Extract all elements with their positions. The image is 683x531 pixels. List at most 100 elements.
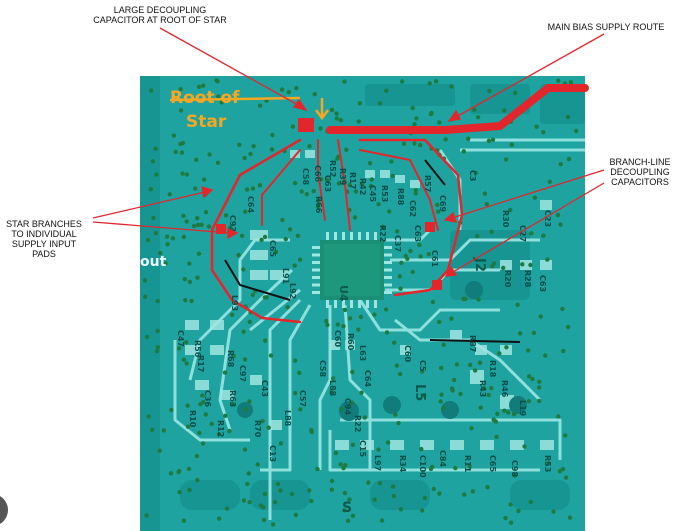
via — [333, 450, 339, 456]
branch-capacitor-pad-3 — [216, 224, 226, 234]
via — [377, 101, 383, 106]
via — [200, 441, 206, 446]
via — [163, 261, 168, 266]
via — [283, 236, 288, 242]
via — [297, 370, 302, 376]
component-designator: R22 — [353, 415, 362, 432]
component-designator: R20 — [503, 270, 512, 288]
via — [215, 160, 221, 165]
via — [473, 170, 478, 176]
via — [144, 513, 149, 518]
via — [184, 361, 189, 366]
via — [398, 286, 403, 291]
via — [568, 80, 574, 85]
via — [336, 181, 342, 186]
via — [389, 159, 394, 164]
via — [485, 484, 490, 490]
edge-marker — [0, 496, 8, 524]
root-label-line1: Root of — [170, 88, 240, 108]
via — [195, 216, 200, 221]
via — [206, 224, 212, 229]
via — [418, 142, 423, 148]
via — [261, 517, 267, 523]
via — [441, 342, 446, 347]
callout-branch-line-caps: BRANCH-LINE DECOUPLING CAPACITORS — [609, 157, 671, 187]
component-designator: R53 — [380, 185, 389, 202]
via — [369, 177, 374, 182]
via — [396, 420, 401, 426]
via — [449, 386, 455, 391]
via — [298, 407, 303, 412]
via — [537, 379, 542, 384]
via — [357, 101, 363, 106]
via — [557, 468, 563, 474]
branch-capacitor-pad — [425, 222, 435, 232]
via — [438, 399, 443, 404]
via — [408, 248, 413, 254]
via — [266, 425, 271, 430]
via — [395, 229, 400, 234]
via — [420, 508, 425, 513]
chip-pin — [312, 283, 320, 287]
component-designator: L63 — [358, 345, 367, 361]
via — [437, 319, 442, 325]
root-of-star-marker: Root of Star — [169, 88, 329, 132]
via — [325, 322, 330, 328]
via — [239, 233, 245, 238]
via — [384, 88, 389, 93]
component-designator: R87 — [468, 335, 477, 352]
via — [293, 512, 299, 518]
via — [244, 187, 250, 192]
via — [155, 345, 160, 350]
via — [178, 108, 184, 113]
chip-pin — [342, 300, 345, 308]
via — [171, 133, 177, 138]
via — [311, 188, 316, 194]
via — [169, 407, 174, 413]
via — [250, 292, 256, 298]
via — [155, 298, 160, 304]
via — [325, 177, 330, 183]
via — [547, 179, 552, 184]
component-designator: R30 — [501, 210, 510, 228]
via — [201, 400, 206, 405]
via — [419, 369, 425, 374]
via — [185, 424, 191, 429]
via — [216, 516, 222, 521]
chip-pin — [312, 268, 320, 272]
via — [255, 462, 260, 467]
via — [179, 150, 185, 155]
via — [358, 314, 364, 320]
via — [504, 345, 509, 350]
component-designator: C98 — [510, 460, 519, 477]
component-designator: L97 — [373, 455, 382, 471]
via — [390, 484, 396, 489]
via — [247, 319, 252, 325]
component-designator: R63 — [228, 390, 237, 407]
component-designator: L88 — [283, 410, 292, 427]
component-pads — [185, 150, 554, 450]
via — [165, 242, 170, 247]
via — [262, 491, 268, 497]
component-designator: C61 — [430, 250, 439, 267]
via — [176, 346, 182, 351]
via — [230, 401, 235, 407]
via — [293, 391, 298, 396]
chip-pin — [384, 268, 392, 272]
via — [178, 141, 183, 147]
via — [362, 415, 367, 420]
component-designator: C36 — [203, 390, 212, 407]
via — [189, 298, 194, 304]
via — [528, 262, 533, 268]
via — [470, 489, 476, 494]
via — [170, 236, 176, 241]
via — [339, 406, 344, 411]
component-designator: R57 — [423, 175, 432, 192]
via — [194, 157, 199, 162]
via — [194, 453, 200, 459]
via — [167, 192, 172, 197]
star-branch-top — [317, 139, 326, 221]
via — [142, 294, 148, 299]
chip-pin — [350, 300, 353, 308]
via — [246, 471, 251, 476]
